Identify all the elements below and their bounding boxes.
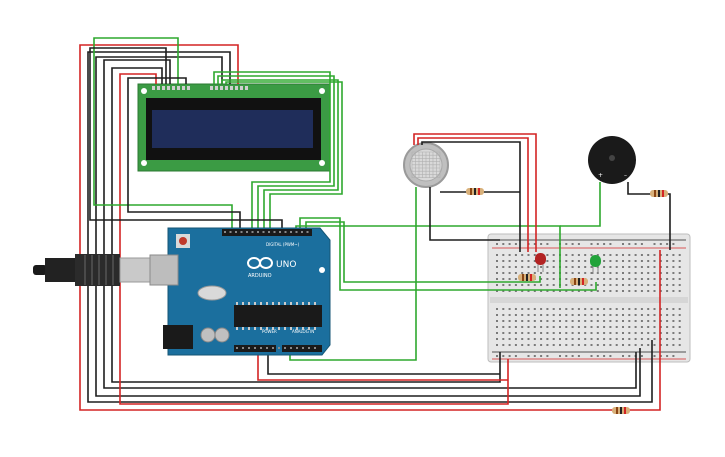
usb-cable[interactable] [33, 254, 153, 286]
digital-label: DIGITAL (PWM~) [266, 242, 300, 247]
breadboard-holes [496, 243, 681, 357]
arduino-model: UNO [276, 260, 296, 270]
lcd-screen [152, 110, 313, 148]
arduino-pins [224, 231, 316, 349]
green-led[interactable] [590, 255, 601, 274]
usb-port [149, 254, 179, 286]
digital-header [222, 229, 312, 236]
lcd-module[interactable] [137, 83, 331, 172]
arduino-uno[interactable]: ARDUINO UNO DIGITAL (PWM~) POWER ANALOG … [149, 227, 331, 356]
red-led[interactable] [535, 253, 546, 272]
reset-button[interactable] [179, 237, 187, 245]
arduino-logo-text: ARDUINO [248, 273, 272, 279]
power-label: POWER [262, 329, 277, 334]
svg-text:+: + [598, 172, 603, 179]
arduino-logo-icon [247, 257, 273, 269]
gas-sensor[interactable] [403, 142, 449, 188]
resistor-buzzer[interactable] [650, 190, 668, 197]
gas-sensor-mesh [411, 151, 441, 178]
atmega-chip [234, 305, 322, 327]
svg-text:–: – [624, 172, 627, 179]
resistor-led-green[interactable] [570, 278, 588, 285]
resistor-sensor[interactable] [466, 188, 484, 195]
power-jack [163, 325, 193, 349]
piezo-buzzer[interactable]: + – [588, 136, 636, 184]
lcd-pin-header [152, 86, 248, 90]
analog-label: ANALOG IN [292, 329, 314, 334]
resistor-led-red[interactable] [518, 274, 536, 281]
resistor-bottom[interactable] [612, 407, 630, 414]
